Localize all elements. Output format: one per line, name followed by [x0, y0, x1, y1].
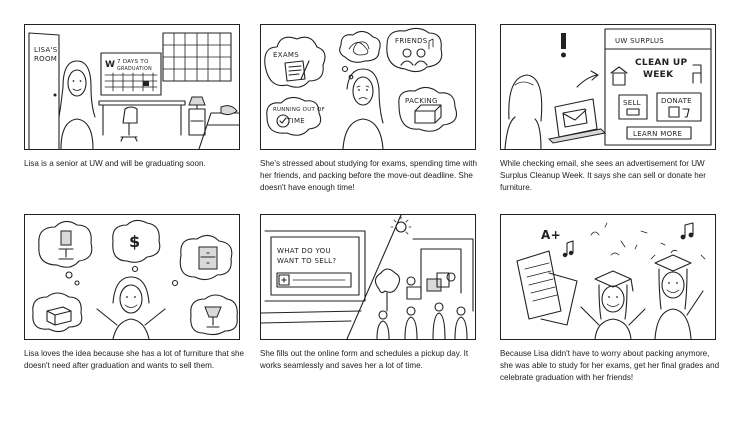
ad-learn-more-button[interactable]: LEARN MORE	[626, 126, 692, 140]
celebration-scene: A+	[516, 222, 706, 339]
panel-3-illustration: UW SURPLUS CLEAN UP WEEK SELL DONATE LEA…	[500, 24, 716, 150]
form-question-line2: WANT TO SELL?	[277, 257, 336, 265]
panel-5-illustration: WHAT DO YOU WANT TO SELL?	[260, 214, 476, 340]
bubble-friends: FRIENDS	[395, 37, 428, 45]
storyboard-panel-2: EXAMS FRIENDS RUNNING OUT OF TIME	[260, 24, 478, 194]
room-sign-line1: LISA'S	[34, 46, 58, 54]
panel-6-caption: Because Lisa didn't have to worry about …	[500, 349, 720, 382]
panel-4-illustration: $	[24, 214, 240, 340]
ad-title-line1: CLEAN UP	[635, 58, 688, 68]
email-ad-scene: UW SURPLUS CLEAN UP WEEK SELL DONATE LEA…	[504, 28, 712, 149]
storyboard-panel-1: LISA'S ROOM W 7 DAYS TO GRADUATION	[24, 24, 242, 170]
bedroom-scene: LISA'S ROOM W 7 DAYS TO GRADUATION	[28, 32, 239, 149]
storyboard-panel-3: UW SURPLUS CLEAN UP WEEK SELL DONATE LEA…	[500, 24, 718, 194]
ad-title-line2: WEEK	[643, 70, 674, 80]
panel-2-illustration: EXAMS FRIENDS RUNNING OUT OF TIME	[260, 24, 476, 150]
storyboard-panel-5: WHAT DO YOU WANT TO SELL?	[260, 214, 478, 372]
panel-3-caption: While checking email, she sees an advert…	[500, 159, 706, 192]
poster-logo: W	[105, 60, 115, 70]
storyboard-panel-6: A+	[500, 214, 719, 384]
bubble-time-line1: RUNNING OUT OF	[273, 107, 325, 113]
poster-line2: GRADUATION	[117, 66, 152, 72]
panel-6-illustration: A+	[500, 214, 716, 340]
stress-scene: EXAMS FRIENDS RUNNING OUT OF TIME	[264, 27, 458, 149]
panel-1-caption: Lisa is a senior at UW and will be gradu…	[24, 159, 206, 168]
bubble-packing: PACKING	[405, 97, 438, 105]
form-input-field[interactable]	[276, 272, 352, 288]
form-and-pickup-scene: WHAT DO YOU WANT TO SELL?	[261, 215, 474, 339]
panel-5-caption: She fills out the online form and schedu…	[260, 349, 469, 370]
panel-4-caption: Lisa loves the idea because she has a lo…	[24, 349, 245, 370]
storyboard-panel-4: $ Lisa loves the idea because she has a …	[24, 214, 244, 372]
bubble-exams: EXAMS	[273, 51, 299, 59]
bubble-time-line2: TIME	[286, 117, 305, 125]
dollar-sign-icon: $	[129, 232, 140, 251]
ad-donate-label: DONATE	[661, 97, 692, 105]
ad-learn-more-label: LEARN MORE	[633, 130, 682, 138]
ad-sell-button[interactable]: SELL	[618, 94, 648, 120]
room-sign-line2: ROOM	[34, 55, 57, 63]
sell-idea-scene: $	[32, 219, 238, 339]
panel-1-illustration: LISA'S ROOM W 7 DAYS TO GRADUATION	[24, 24, 240, 150]
form-question-line1: WHAT DO YOU	[277, 247, 331, 255]
panel-2-caption: She's stressed about studying for exams,…	[260, 159, 478, 192]
grade-text: A+	[541, 228, 561, 242]
ad-sell-label: SELL	[623, 99, 641, 107]
poster-line1: 7 DAYS TO	[117, 59, 149, 65]
ad-header: UW SURPLUS	[615, 37, 664, 45]
ad-donate-button[interactable]: DONATE	[656, 92, 702, 122]
